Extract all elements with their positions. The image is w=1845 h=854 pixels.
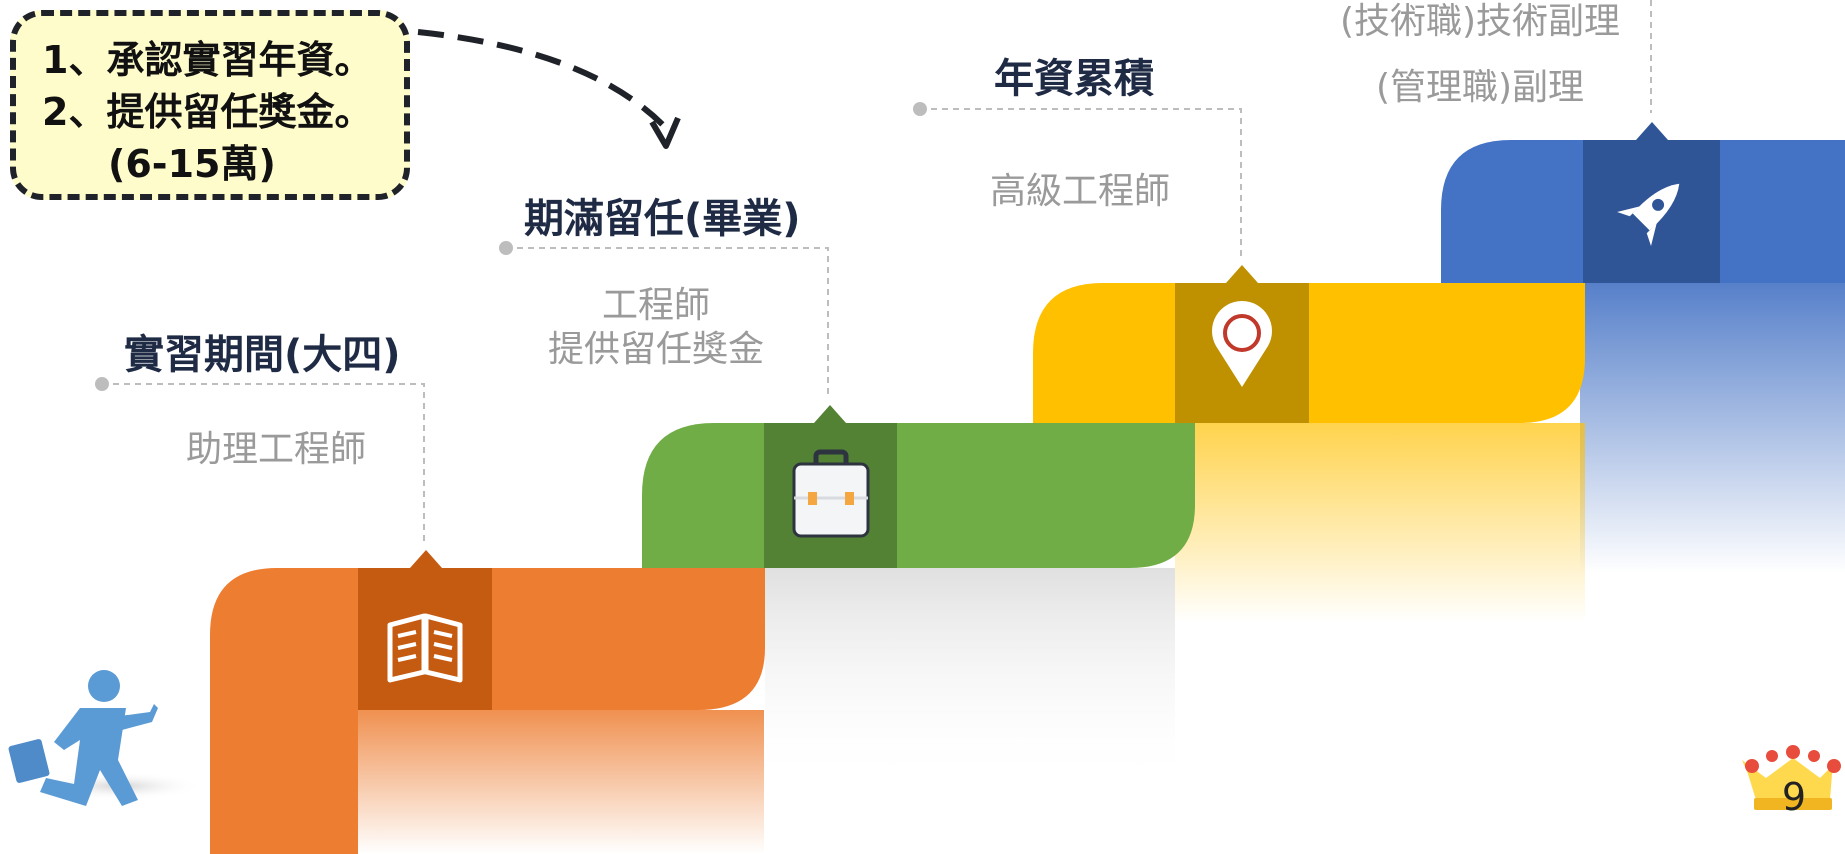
yellow-step-reflection bbox=[1175, 423, 1585, 623]
orange-step-reflection bbox=[358, 710, 764, 854]
green-step-reflection bbox=[765, 568, 1175, 788]
stage-4-subtitle-line-2: (管理職)副理 bbox=[1375, 67, 1585, 108]
callout-line-2: 2、提供留任獎金。 bbox=[42, 90, 373, 134]
running-person-icon bbox=[8, 670, 202, 806]
page-number: 9 bbox=[1781, 775, 1807, 819]
stage-3-subtitle: 高級工程師 bbox=[989, 171, 1170, 212]
crown-icon bbox=[1742, 745, 1841, 810]
stage-2-title: 期滿留任(畢業) bbox=[524, 196, 801, 242]
callout-arrow bbox=[417, 29, 669, 131]
location-pin-icon bbox=[1175, 265, 1309, 423]
orange-step bbox=[210, 568, 765, 854]
blue-step-reflection bbox=[1580, 283, 1845, 573]
stage-1-title: 實習期間(大四) bbox=[124, 332, 401, 378]
leader-lines bbox=[102, 0, 1652, 541]
stage-2-subtitle-line-1: 工程師 bbox=[601, 285, 710, 326]
book-icon bbox=[358, 550, 492, 710]
callout-box: 1、承認實習年資。 2、提供留任獎金。 (6-15萬) bbox=[10, 10, 410, 200]
rocket-icon bbox=[1583, 122, 1720, 283]
stage-4-subtitle-line-1: (技術職)技術副理 bbox=[1339, 1, 1621, 42]
stage-1-subtitle: 助理工程師 bbox=[185, 429, 366, 470]
leader-dot-3 bbox=[913, 102, 927, 116]
leader-dot-1 bbox=[95, 377, 109, 391]
callout-line-3: (6-15萬) bbox=[108, 142, 276, 186]
briefcase-icon bbox=[764, 405, 897, 568]
callout-arrowhead bbox=[649, 116, 681, 149]
leader-dot-2 bbox=[499, 241, 513, 255]
stage-2-subtitle-line-2: 提供留任獎金 bbox=[547, 329, 764, 370]
green-step bbox=[642, 423, 1195, 568]
stage-3-title: 年資累積 bbox=[994, 56, 1154, 102]
callout-line-1: 1、承認實習年資。 bbox=[42, 38, 373, 82]
